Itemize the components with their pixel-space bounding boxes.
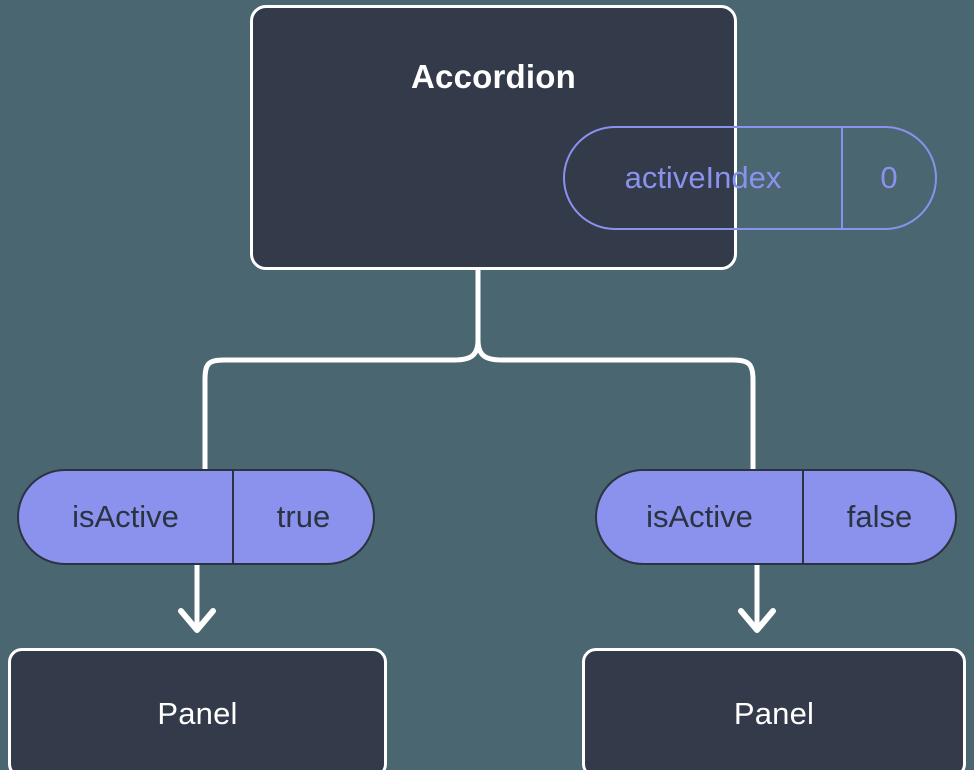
prop-pill-value: false [846, 499, 913, 534]
state-pill-activeindex[interactable]: activeIndex 0 [563, 126, 937, 230]
branch-line-left [202, 337, 481, 472]
state-pill-value: 0 [880, 160, 898, 195]
node-panel-right[interactable]: Panel [582, 648, 966, 770]
prop-pill-isactive-true[interactable]: isActive true [17, 469, 375, 565]
state-pill-key: activeIndex [565, 128, 843, 228]
node-panel-left[interactable]: Panel [8, 648, 387, 770]
prop-pill-key: isActive [597, 471, 804, 563]
node-panel-left-title: Panel [157, 696, 238, 731]
arrow-head-left [178, 608, 216, 633]
arrow-head-right [738, 608, 776, 633]
node-panel-right-title: Panel [733, 696, 815, 731]
prop-pill-isactive-false[interactable]: isActive false [595, 469, 957, 565]
node-accordion[interactable]: Accordion activeIndex 0 [250, 5, 937, 270]
node-accordion-title: Accordion [411, 58, 576, 95]
branch-line-right [475, 337, 756, 472]
prop-pill-key: isActive [19, 471, 234, 563]
prop-pill-value: true [276, 499, 331, 534]
